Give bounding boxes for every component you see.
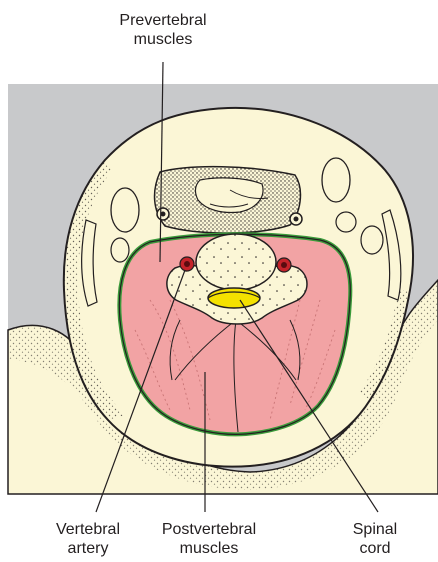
label-prevertebral-line2: muscles (100, 30, 226, 49)
label-spinal-cord: Spinal cord (340, 520, 410, 558)
label-postvertebral-line2: muscles (139, 539, 279, 558)
right-node-2 (361, 226, 383, 254)
label-vertebral-artery: Vertebral artery (38, 520, 138, 558)
label-vertebral-line2: artery (38, 539, 138, 558)
right-node-1 (336, 212, 356, 232)
spinal-cord (208, 288, 260, 308)
label-spinal-line2: cord (340, 539, 410, 558)
left-node (111, 238, 129, 262)
label-prevertebral-line1: Prevertebral (100, 11, 226, 30)
label-postvertebral-muscles: Postvertebral muscles (139, 520, 279, 558)
label-prevertebral-muscles: Prevertebral muscles (100, 11, 226, 49)
right-gland (322, 158, 350, 202)
label-vertebral-line1: Vertebral (38, 520, 138, 539)
label-spinal-line1: Spinal (340, 520, 410, 539)
left-gland (111, 188, 139, 232)
label-postvertebral-line1: Postvertebral (139, 520, 279, 539)
